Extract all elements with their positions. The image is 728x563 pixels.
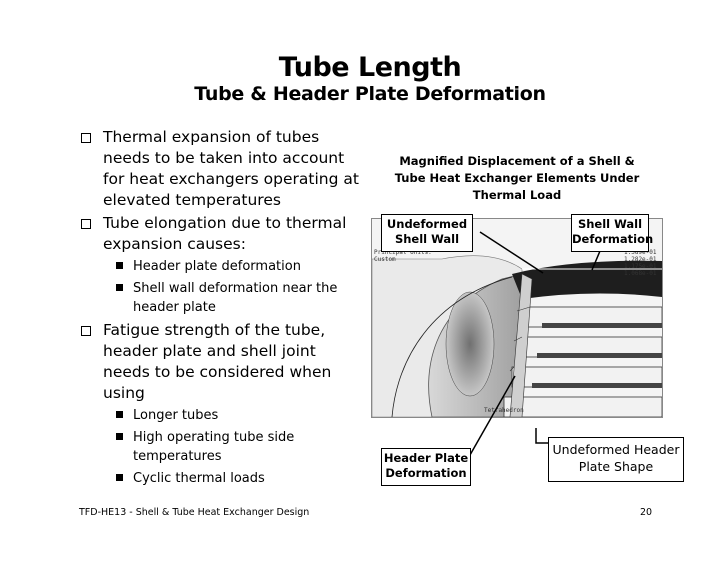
hollow-square-bullet-icon [81,133,91,143]
filled-square-bullet-icon [116,411,123,418]
bullet-thermal-expansion: Thermal expansion of tubes needs to be t… [76,127,366,211]
bullet-text: Fatigue strength of the tube, header pla… [103,321,332,402]
tube-3-edge [532,383,662,388]
footer-course-label: TFD-HE13 - Shell & Tube Heat Exchanger D… [79,507,310,518]
sub-bullet-longer-tubes: Longer tubes [76,406,366,425]
leader-header-plate [469,375,516,456]
filled-square-bullet-icon [116,262,123,269]
callout-shell-wall-deformation: Shell Wall Deformation [571,214,653,252]
legend-title: Principal Units: Custom [374,249,432,263]
bullet-text: Tube elongation due to thermal expansion… [103,214,347,253]
hollow-square-bullet-icon [81,326,91,336]
header-plate-strip [509,273,533,417]
bullet-list: Thermal expansion of tubes needs to be t… [76,127,366,491]
bullet-text: Header plate deformation [133,259,301,274]
legend-values: 1.389e-01 1.282e-01 1.175e-01 1.068e-01 [624,249,657,277]
tube-1-edge [542,323,662,328]
tube-2-edge [537,353,662,358]
figure-caption: Magnified Displacement of a Shell & Tube… [394,154,640,202]
sub-bullet-high-temperatures: High operating tube side temperatures [76,428,366,466]
bullet-text: Thermal expansion of tubes needs to be t… [103,128,359,209]
undeformed-outline [391,276,513,417]
stress-region [445,291,495,397]
sub-bullet-header-plate: Header plate deformation [76,257,366,276]
bullet-text: High operating tube side temperatures [133,430,295,464]
filled-square-bullet-icon [116,433,123,440]
filled-square-bullet-icon [116,284,123,291]
tube-4 [503,396,662,417]
shell-wall-deformed [512,260,662,299]
slide-subtitle: Tube & Header Plate Deformation [194,83,546,105]
hollow-square-bullet-icon [81,219,91,229]
leader-undeformed-header [535,428,548,444]
slide-title: Tube Length [278,52,462,83]
bullet-text: Shell wall deformation near the header p… [133,281,338,315]
axis-note: Tetrahedron [484,407,524,414]
leader-undeformed-shell [479,231,544,274]
fea-mesh-illustration [372,255,662,417]
bullet-text: Longer tubes [133,408,219,423]
callout-undeformed-shell-wall: Undeformed Shell Wall [381,214,473,252]
callout-header-plate-deformation: Header Plate Deformation [381,448,471,486]
sub-bullet-cyclic-loads: Cyclic thermal loads [76,469,366,488]
callout-undeformed-header-plate-shape: Undeformed Header Plate Shape [548,437,684,482]
bullet-text: Cyclic thermal loads [133,471,265,486]
bullet-tube-elongation: Tube elongation due to thermal expansion… [76,213,366,255]
sub-bullet-shell-wall: Shell wall deformation near the header p… [76,279,366,317]
footer-page-number: 20 [640,507,653,518]
bullet-fatigue-strength: Fatigue strength of the tube, header pla… [76,320,366,404]
leader-shell-deformation [591,250,601,271]
filled-square-bullet-icon [116,474,123,481]
